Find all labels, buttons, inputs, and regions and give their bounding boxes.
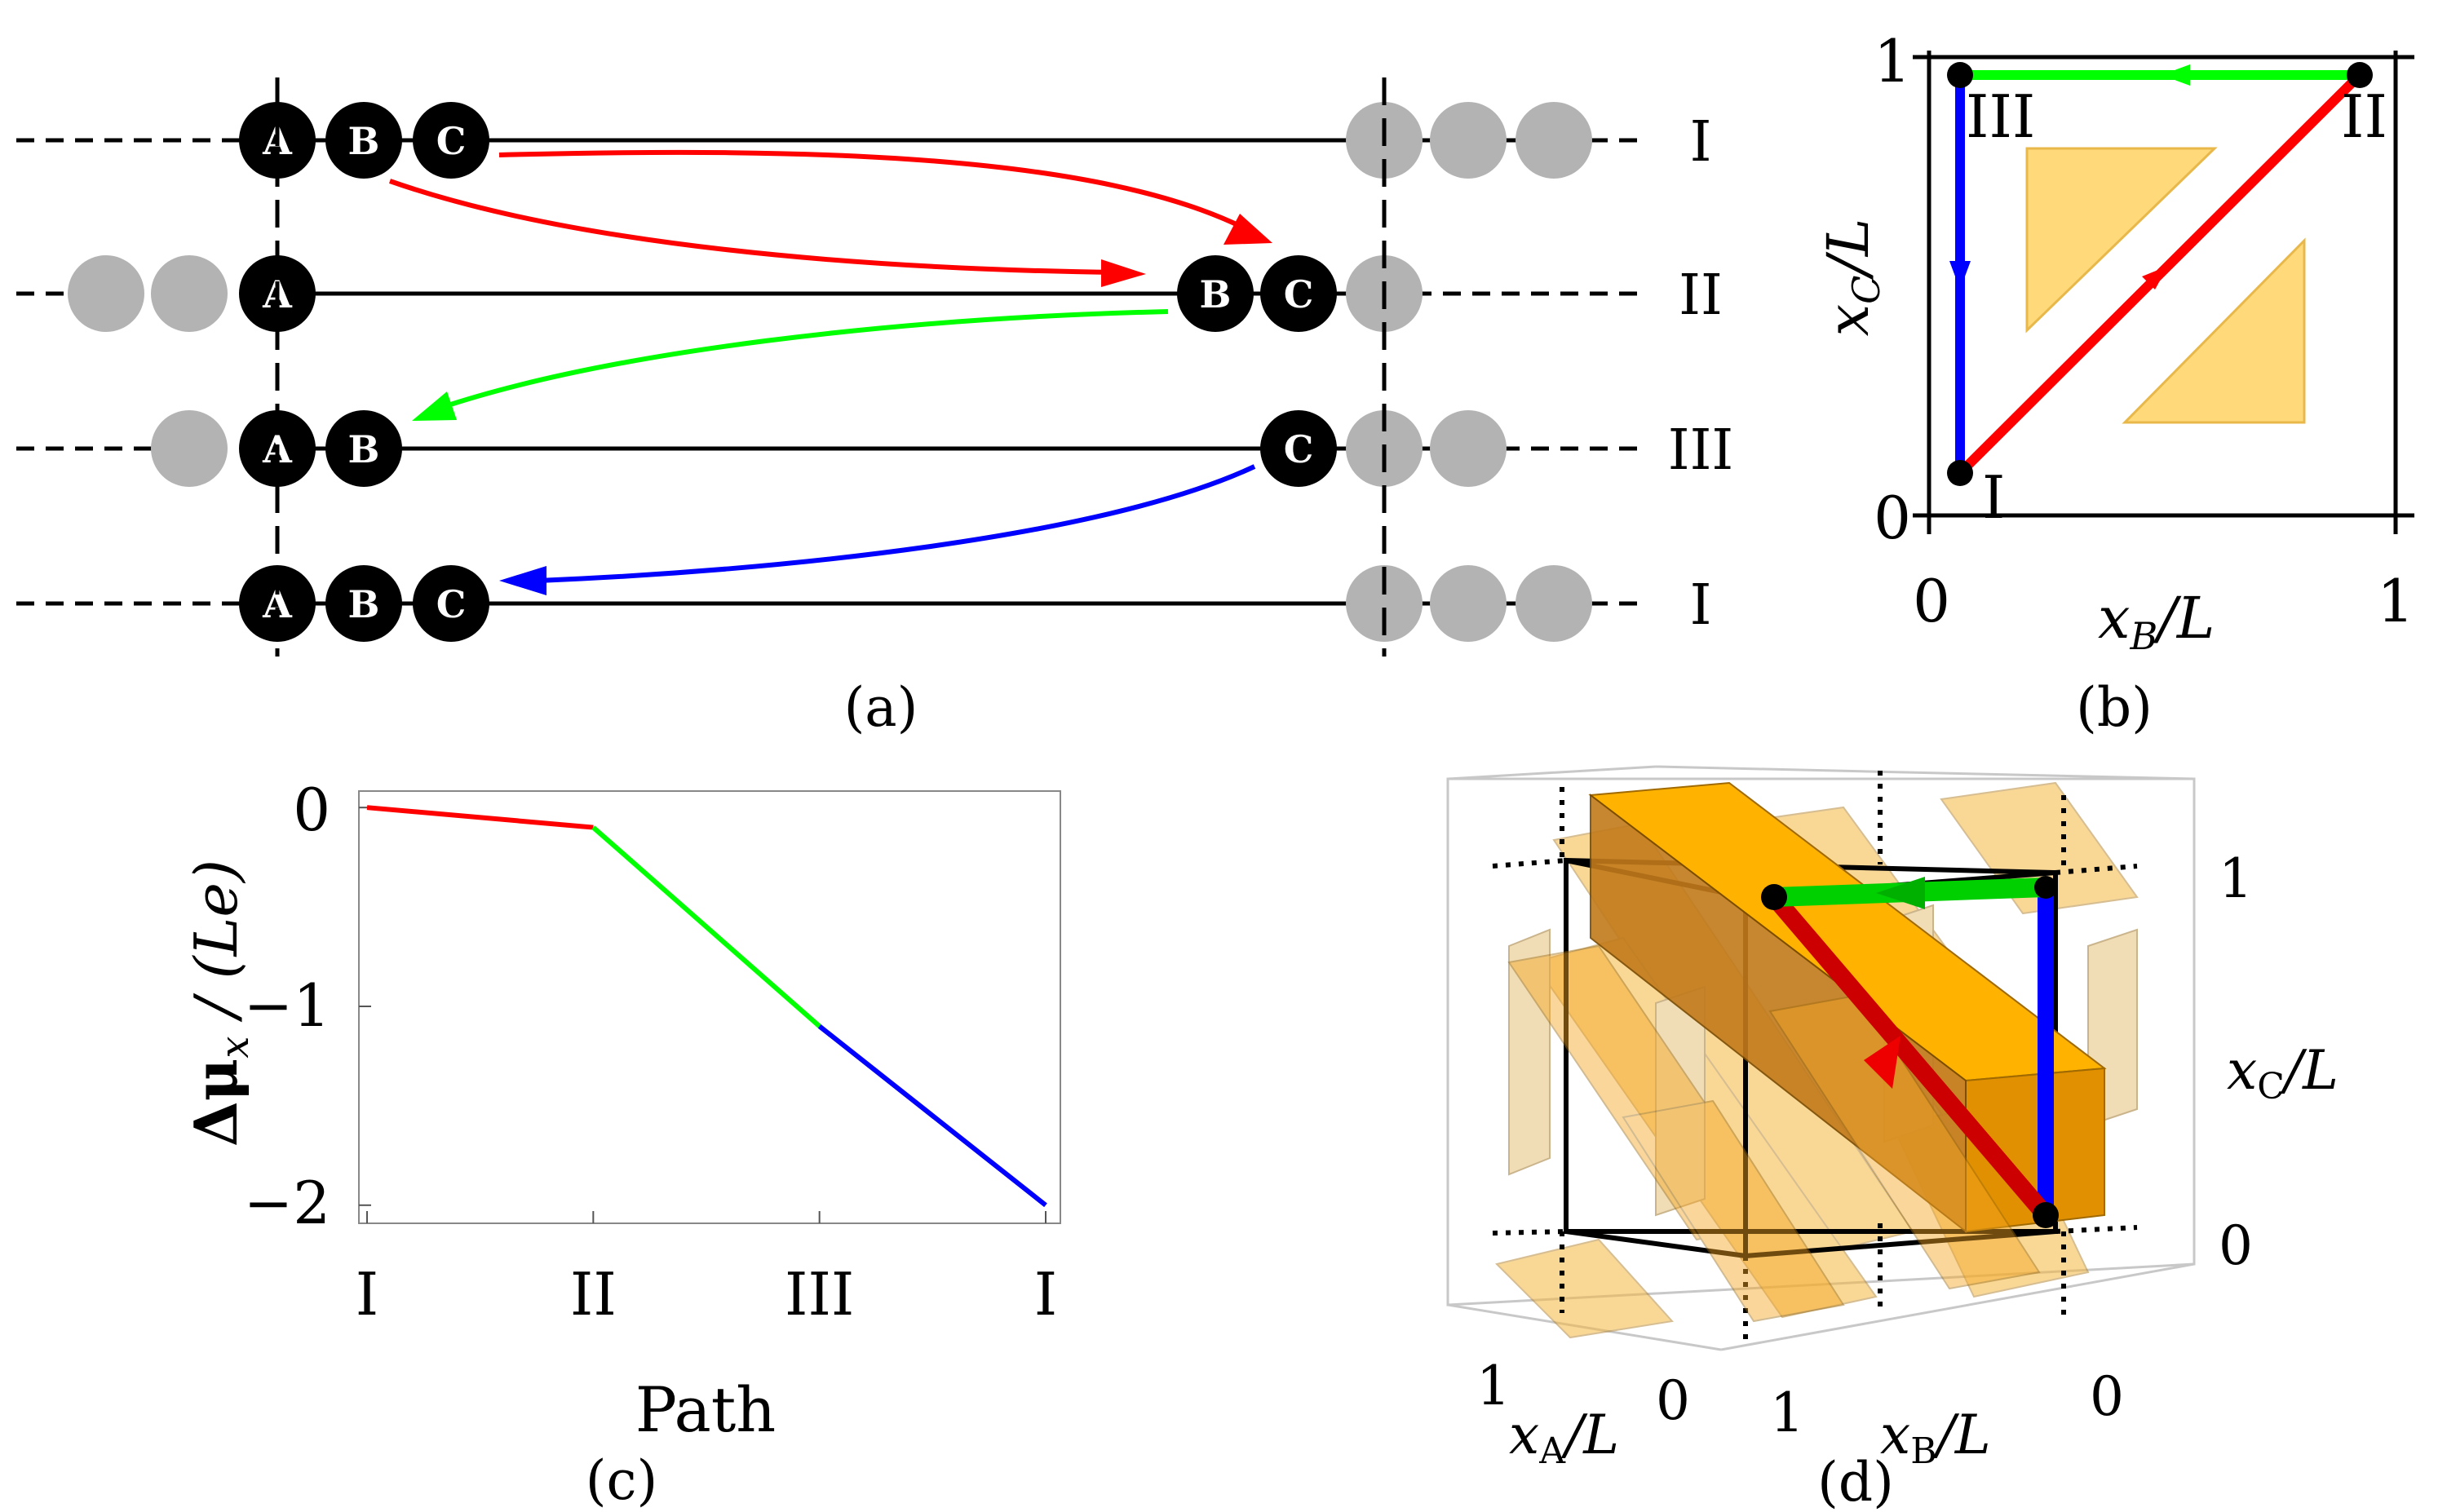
panel-b-label: (b) [2076,676,2153,739]
particle-label: B [348,427,380,471]
ghost-particle [68,255,144,332]
d-path-red [1767,891,2053,1222]
c-xtick-label: III [785,1260,854,1329]
d-xc-tick-1: 1 [2219,847,2253,910]
arrow-red-c [498,149,1250,232]
d-dotted-extensions [1492,771,2138,1342]
ghost-particle [151,410,228,487]
b-label-II: II [2341,82,2387,151]
particle-ball [413,102,489,179]
particle-ball [1177,255,1254,332]
row-roman-label: I [1690,573,1712,638]
d-red-cone [1864,1036,1901,1089]
b-blue-arrowhead [1949,261,1971,290]
c-ylabel: Δμx / (Le) [181,860,258,1147]
b-xtick-0: 0 [1913,567,1950,635]
c-series-line-0 [366,805,594,830]
b-ylabel: xC/L [1815,219,1888,337]
b-label-III: III [1966,82,2035,151]
d-point-II [2034,876,2057,899]
particle-label: B [348,582,380,626]
panel-b-configuration-plot: I II III 1 0 0 1 xB/L xC/L (b) [1815,27,2414,739]
panel-c-label: (c) [586,1449,657,1512]
ghost-particle [1430,102,1507,179]
particle-label: C [1284,272,1314,316]
b-point-II [2347,62,2373,88]
ghost-particle [1516,102,1592,179]
c-xtick-label: I [356,1260,378,1329]
particle-ball [413,565,489,642]
panel-a-timeline: ABCIABCIIABCIIIABCI (a) [16,77,1733,739]
d-xc-label: xC/L [2227,1039,2339,1107]
b-red-arrowhead [2142,266,2168,290]
d-xc-tick-0: 0 [2219,1214,2253,1277]
d-xb-tick-1: 1 [1770,1382,1804,1444]
b-xlabel: xB/L [2098,585,2215,658]
ghost-particle [1346,565,1423,642]
particle-ball [1260,410,1337,487]
d-xa-label: xA/L [1509,1404,1619,1472]
particle-ball [325,565,402,642]
b-ytick-1: 1 [1874,27,1911,95]
b-green-arrowhead [2162,64,2190,86]
particle-ball [1260,255,1337,332]
b-label-I: I [1982,463,2005,532]
arrow-red-c-head [1224,214,1272,245]
particle-ball [325,410,402,487]
c-tick-marks [359,807,1047,1223]
ghost-particle [1430,565,1507,642]
particle-ball [239,565,316,642]
row-roman-label: III [1668,418,1734,483]
c-ytick-0: 0 [293,776,330,844]
d-slabs-front [1507,944,2041,1323]
d-xb-label: xB/L [1880,1404,1991,1472]
c-ytick-m2: −2 [244,1169,330,1237]
arrow-green [440,309,1169,410]
b-point-III [1947,62,1973,88]
particle-label: C [436,119,467,163]
c-xtick-label: I [1034,1260,1057,1329]
panel-d-3d-configuration: 1 0 xC/L 1 0 xA/L 1 0 xB/L (d) [1446,765,2339,1512]
panel-d-label: (d) [1817,1451,1894,1512]
d-xb-tick-0: 0 [2090,1365,2124,1428]
b-xtick-1: 1 [2377,567,2414,635]
c-series-line-2 [817,1024,1047,1208]
c-xtick-label: II [570,1260,617,1329]
d-green-cone [1876,877,1925,909]
c-series-group [366,805,1047,1208]
d-xa-tick-1: 1 [1476,1355,1511,1417]
arrow-red-b [389,179,1118,275]
d-forbidden-prism [1588,781,2107,1234]
arrow-green-head [412,391,457,421]
arrow-blue-head [499,566,546,595]
d-xa-tick-0: 0 [1656,1369,1690,1432]
row-roman-label: II [1679,263,1723,328]
ghost-particle [151,255,228,332]
particle-label: B [348,119,380,163]
d-point-III [1761,884,1787,910]
d-point-I [2033,1202,2059,1228]
row-roman-label: I [1690,110,1712,175]
panel-a-label: (a) [844,676,918,739]
b-point-I [1947,460,1973,486]
c-xlabel: Path [635,1373,777,1446]
particle-label: B [1200,272,1232,316]
c-series-line-1 [591,825,821,1028]
particle-ball [325,102,402,179]
c-plot-frame [358,790,1061,1224]
b-ytick-0: 0 [1874,484,1911,552]
b-forbidden-region-upper [2025,147,2218,334]
ghost-particle [1516,565,1592,642]
arrow-red-b-head [1101,259,1146,287]
ghost-particle [1430,410,1507,487]
arrow-blue [538,464,1256,583]
b-forbidden-region-lower [2122,237,2306,424]
particle-label: C [1284,427,1314,471]
c-ytick-m1: −1 [244,971,330,1040]
particle-label: C [436,582,467,626]
